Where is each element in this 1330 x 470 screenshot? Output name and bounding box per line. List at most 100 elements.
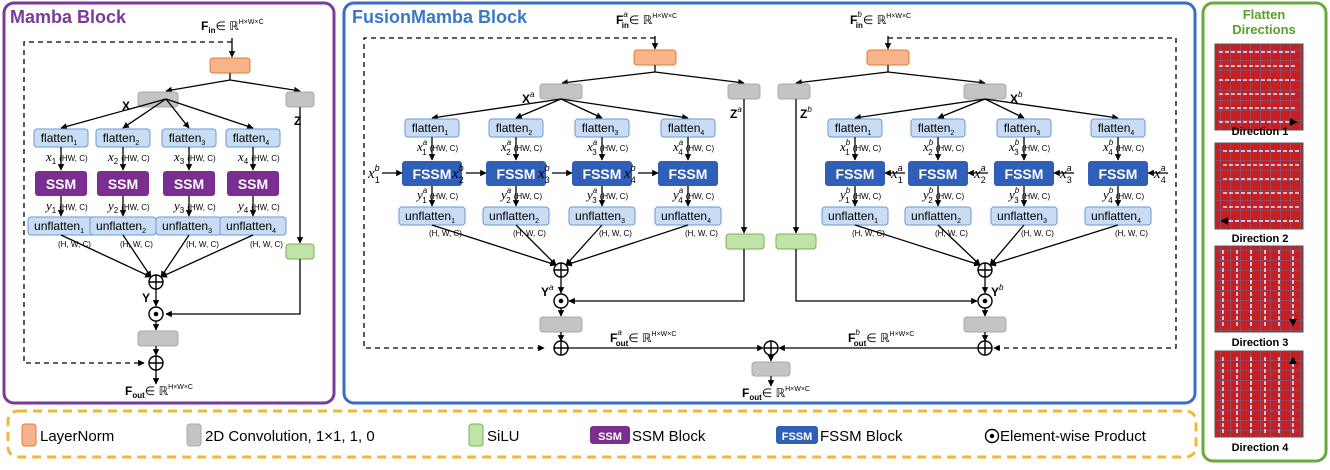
direction-thumbnail-4: [1214, 350, 1304, 438]
fusion-silu-a: [725, 233, 765, 250]
direction-label-1: Direction 1: [1232, 126, 1289, 138]
fusion-conv-out-a: [539, 316, 583, 333]
fusion-layernorm-a: [633, 49, 677, 66]
direction-thumbnail-3: [1214, 245, 1304, 333]
fusion-map-dim-b-2: (H, W, C): [935, 229, 968, 238]
mamba-y-var-4: y4(HW, C): [236, 198, 280, 215]
mamba-ssm-label-4: SSM: [238, 176, 268, 192]
fusion-conv-za: [727, 83, 761, 100]
direction-thumbnail-1: [1214, 43, 1304, 131]
fusion-unflatten-label-b-2: unflatten2: [911, 209, 961, 225]
legend-fssm-swatch: [776, 426, 818, 444]
mamba-unflatten-label-3: unflatten3: [162, 219, 212, 235]
mamba-ssm-2: [97, 171, 149, 196]
fusion-fssm-b-2: [908, 161, 968, 186]
fusion-flatten-label-b-2: flatten2: [918, 121, 955, 137]
direction-path-3: [1222, 250, 1293, 326]
mamba-x-var-2: x2(HW, C): [107, 149, 150, 166]
fusion-fssm-label-a-1: FSSM: [413, 166, 452, 182]
legend-panel: [6, 409, 1198, 459]
direction-path-1: [1219, 51, 1297, 122]
directions-title-1: Flatten: [1243, 7, 1286, 22]
fusion-title: FusionMamba Block: [352, 7, 528, 27]
mamba-map-dim-1: (H, W, C): [58, 240, 91, 249]
legend-silu-swatch: [468, 423, 484, 447]
legend-fssm-label: FSSM Block: [820, 428, 903, 445]
fusion-fout: Fout∈ ℝH×W×C: [742, 386, 810, 402]
fusion-fssm-a-3: [572, 161, 632, 186]
mamba-conv-x: [137, 91, 179, 108]
fusion-map-dim-b-1: (H, W, C): [852, 229, 885, 238]
legend-fssm-icon: FSSM: [782, 431, 813, 443]
fusion-fssm-a-1: [402, 161, 462, 186]
mamba-flatten-label-1: flatten1: [41, 131, 78, 147]
fusion-unflatten-label-b-4: unflatten4: [1091, 209, 1141, 225]
mamba-x-var-3: x3(HW, C): [173, 149, 216, 166]
direction-path-2: [1221, 150, 1299, 221]
fusion-flatten-label-a-3: flatten3: [582, 121, 619, 137]
fusion-conv-xa: [539, 83, 583, 100]
fusion-flatten-label-b-4: flatten4: [1098, 121, 1135, 137]
legend-ssm-swatch: [590, 426, 630, 444]
fusion-conv-xb: [963, 83, 1007, 100]
fusion-unflatten-label-b-1: unflatten1: [828, 209, 878, 225]
mamba-silu: [285, 243, 315, 260]
fusion-conv-out-b: [963, 316, 1007, 333]
fusion-conv-merge: [751, 361, 791, 377]
direction-thumbnail-2: [1214, 142, 1304, 230]
fusion-fssm-a-2: [486, 161, 546, 186]
mamba-map-dim-4: (H, W, C): [250, 240, 283, 249]
legend-silu-label: SiLU: [487, 428, 520, 445]
fusion-fssm-label-b-2: FSSM: [919, 166, 958, 182]
fusion-zb-label: Zb: [800, 105, 812, 121]
fusion-fssm-label-b-4: FSSM: [1099, 166, 1138, 182]
legend-product-label: Element-wise Product: [1000, 428, 1147, 445]
fusion-unflatten-label-a-4: unflatten4: [661, 209, 711, 225]
fusion-xb-label: Xb: [1010, 90, 1023, 106]
fusion-panel: [342, 1, 1197, 405]
fusion-flatten-label-a-1: flatten1: [412, 121, 449, 137]
fusion-flatten-label-a-2: flatten2: [496, 121, 533, 137]
direction-path-4: [1222, 357, 1293, 433]
fusion-map-dim-b-3: (H, W, C): [1021, 229, 1054, 238]
fusion-flatten-label-b-1: flatten1: [835, 121, 872, 137]
legend-ssm-label: SSM Block: [632, 428, 706, 445]
mamba-unflatten-label-2: unflatten2: [96, 219, 146, 235]
mamba-fout: Fout∈ ℝH×W×C: [125, 384, 193, 400]
fusion-flatten-label-b-3: flatten3: [1004, 121, 1041, 137]
fusion-fssm-b-4: [1088, 161, 1148, 186]
fusion-conv-zb: [777, 83, 811, 100]
fusion-unflatten-label-b-3: unflatten3: [997, 209, 1047, 225]
mamba-unflatten-label-1: unflatten1: [34, 219, 84, 235]
fusion-unflatten-label-a-1: unflatten1: [405, 209, 455, 225]
mamba-conv-z: [285, 91, 315, 108]
mamba-y-var-1: y1(HW, C): [44, 198, 88, 215]
legend-layernorm-swatch: [21, 423, 37, 447]
legend-layernorm-label: LayerNorm: [40, 428, 114, 445]
mamba-map-dim-2: (H, W, C): [120, 240, 153, 249]
fusion-flatten-label-a-4: flatten4: [668, 121, 705, 137]
fusion-map-dim-b-4: (H, W, C): [1115, 229, 1148, 238]
mamba-ssm-1: [35, 171, 87, 196]
legend: LayerNorm 2D Convolution, 1×1, 1, 0 SiLU…: [21, 423, 1147, 447]
fusion-fssm-label-a-2: FSSM: [497, 166, 536, 182]
mamba-x-var-1: x1(HW, C): [45, 149, 88, 166]
mamba-ssm-label-1: SSM: [46, 176, 76, 192]
mamba-y-var-3: y3(HW, C): [172, 198, 216, 215]
mamba-ssm-3: [163, 171, 215, 196]
